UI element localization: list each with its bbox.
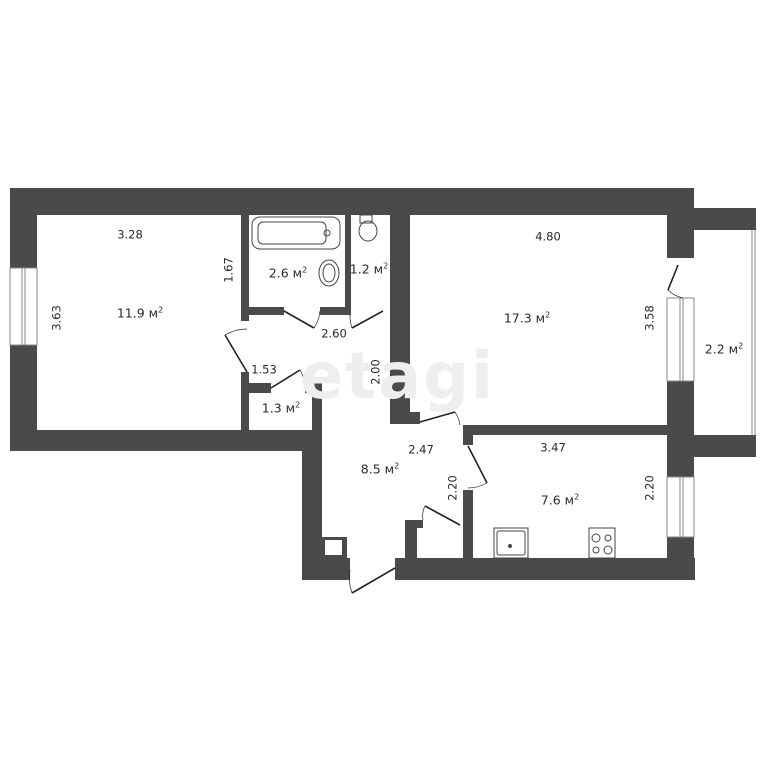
fixtures (251, 214, 616, 559)
toilet-icon (359, 214, 373, 224)
bathroom-area: 2.6 м2 (268, 265, 308, 281)
bedroom-left-area: 11.9 м2 (116, 305, 164, 321)
hallway-area: 8.5 м2 (360, 461, 400, 477)
bedroom-left-height: 3.63 (49, 305, 64, 331)
kitchen-area: 7.6 м2 (540, 492, 580, 508)
storage-width: 1.53 (251, 362, 277, 377)
living-room-width: 4.80 (535, 229, 561, 244)
stove-icon (588, 527, 616, 559)
watermark: etagi (300, 340, 495, 414)
living-room-height: 3.58 (642, 305, 657, 331)
balcony-area: 2.2 м2 (704, 341, 744, 357)
kitchen-width: 3.47 (540, 440, 566, 455)
living-room-area: 17.3 м2 (503, 310, 551, 326)
hallway-height: 2.20 (445, 475, 460, 501)
corridor-height: 2.00 (368, 359, 383, 385)
doors (224, 264, 684, 594)
bedroom-left-width: 3.28 (117, 227, 143, 242)
corridor-width: 2.60 (321, 326, 347, 341)
sink-icon (318, 259, 340, 287)
storage-area: 1.3 м2 (261, 400, 301, 416)
kitchen-height: 2.20 (642, 475, 657, 501)
hallway-width: 2.47 (408, 442, 434, 457)
bathtub-icon (251, 216, 341, 250)
bedroom-left-side: 1.67 (221, 257, 236, 283)
kitchen-sink-icon (493, 527, 529, 559)
toilet-area: 1.2 м2 (349, 261, 389, 277)
windows (9, 230, 756, 538)
